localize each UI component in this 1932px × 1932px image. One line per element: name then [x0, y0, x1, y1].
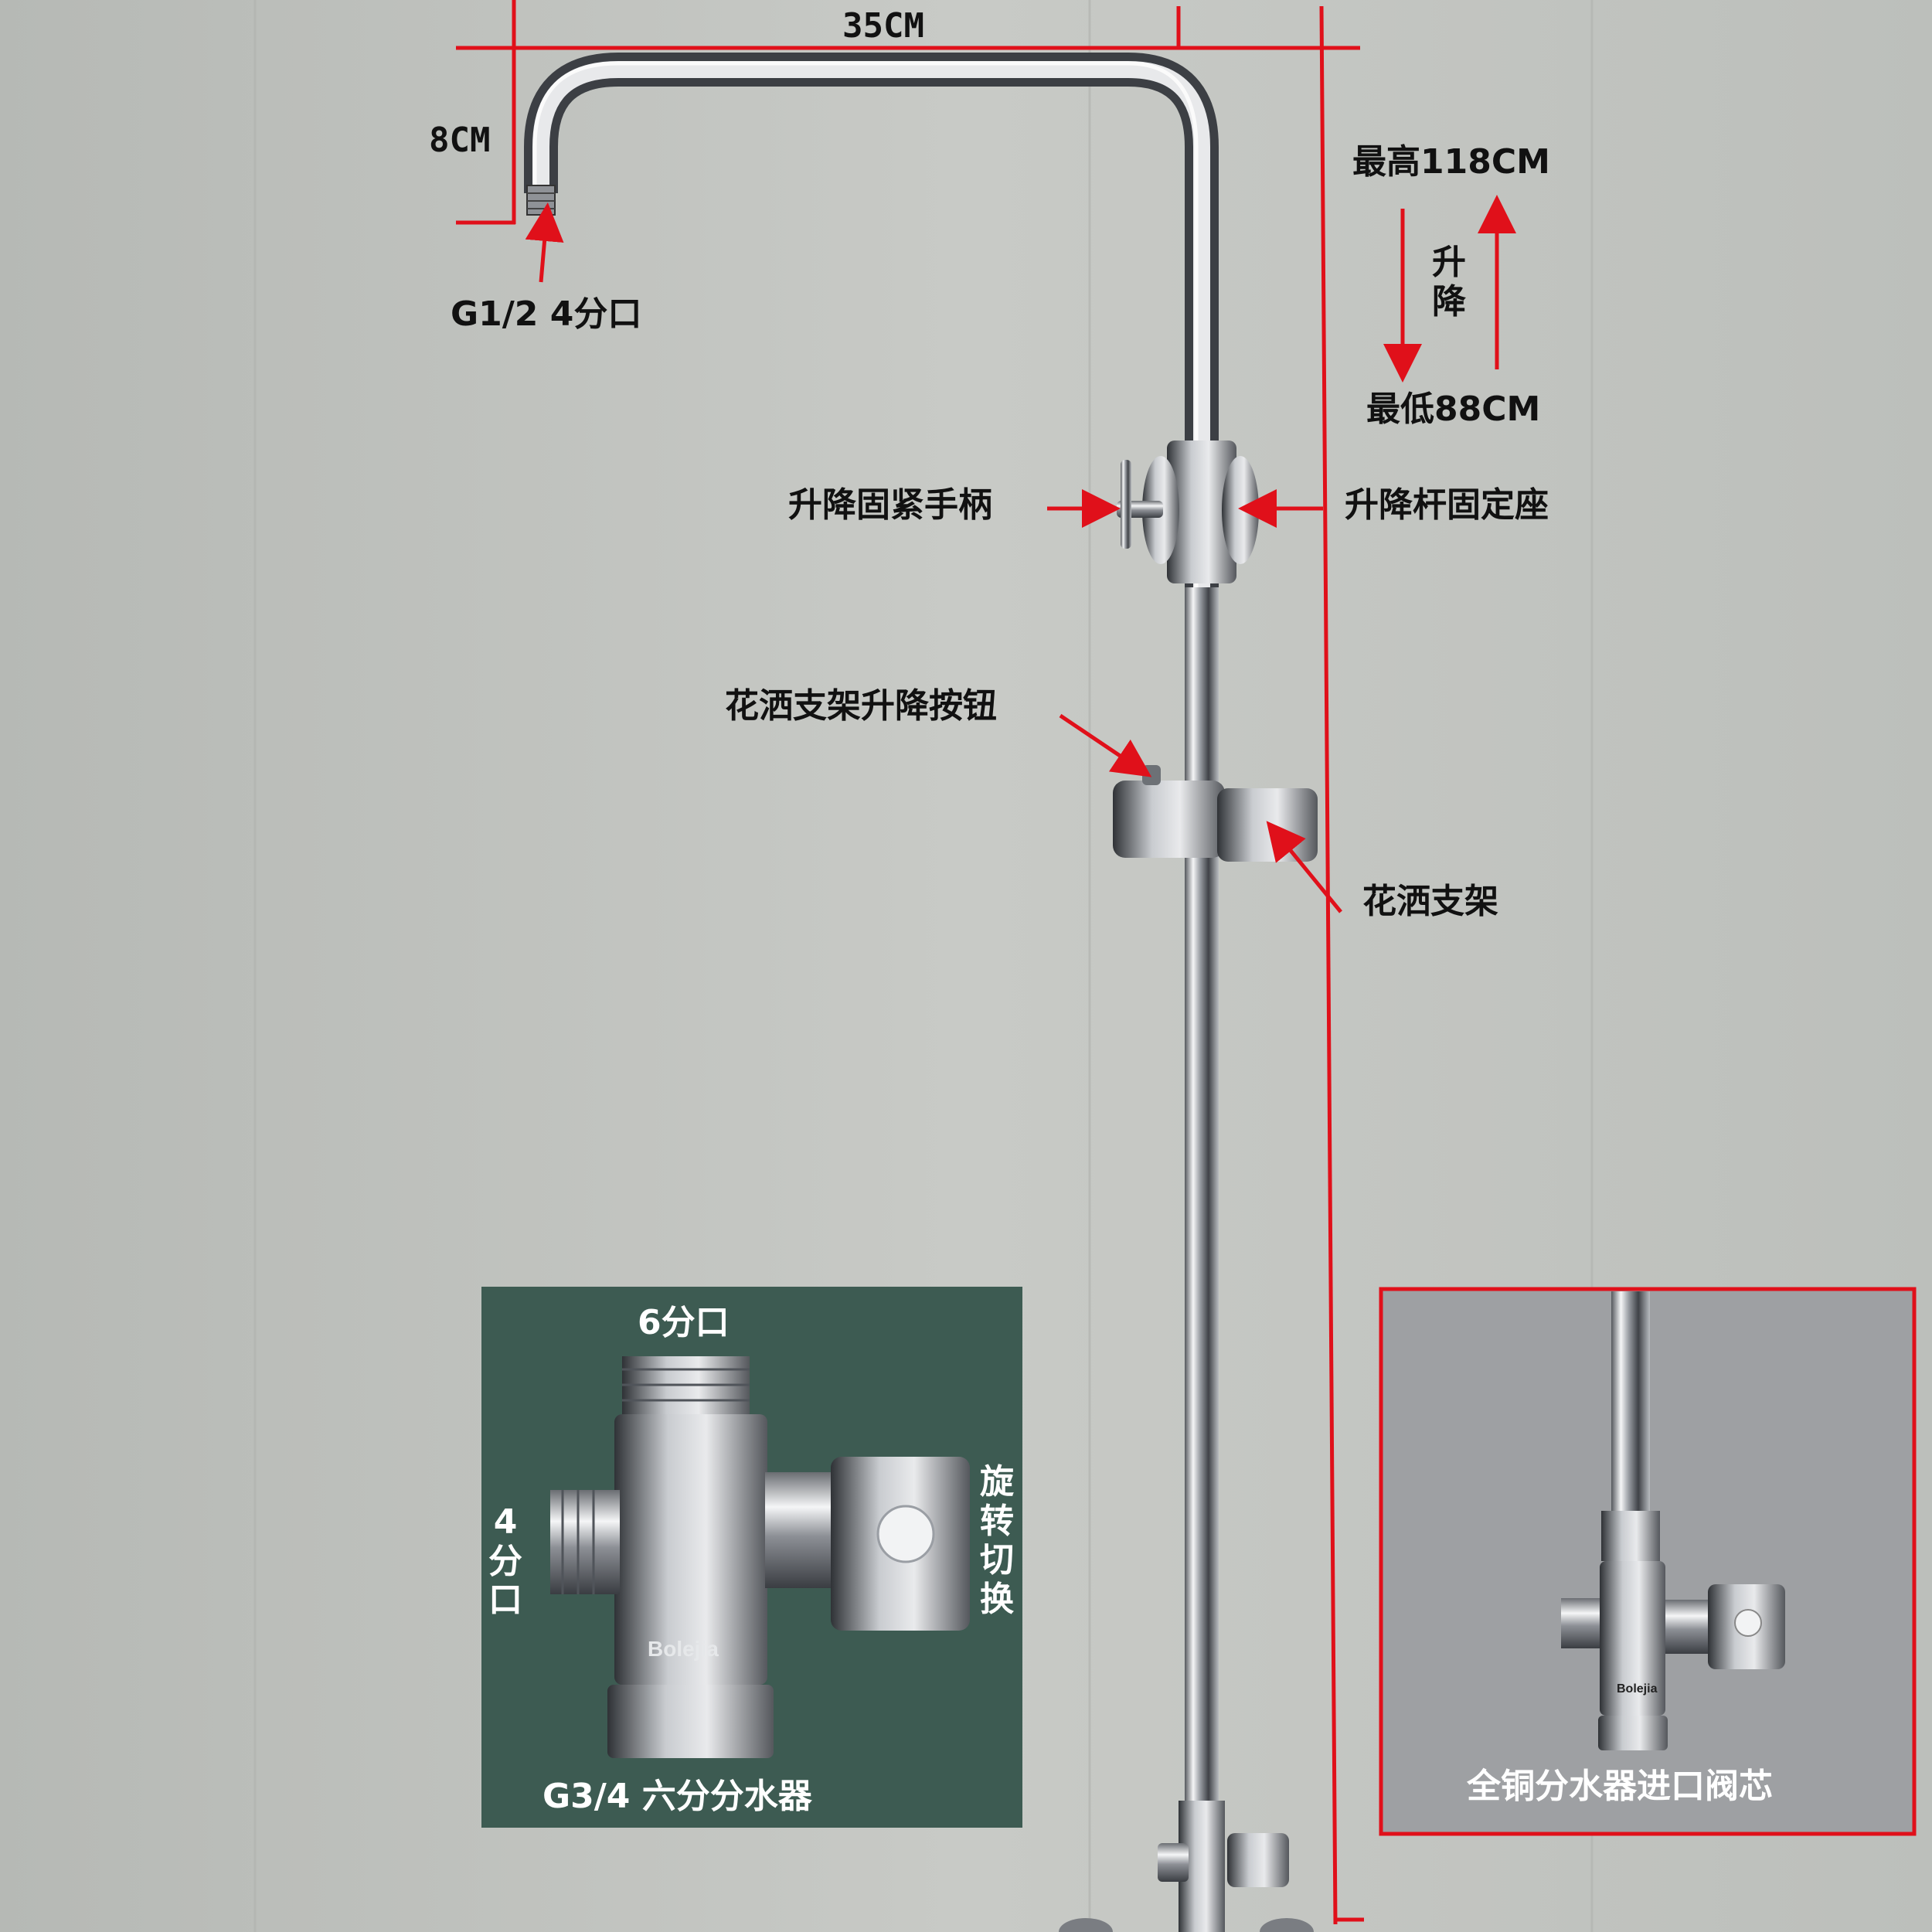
shower-symbol-icon — [876, 1505, 935, 1563]
dimension-lines — [456, 0, 1364, 1925]
valve-shower-icon — [1734, 1609, 1762, 1637]
rotate-char: 转 — [980, 1501, 1014, 1541]
outlet-label: G1/2 4分口 — [451, 294, 642, 334]
diverter-brand: Bolejia — [648, 1637, 719, 1661]
lift-handle — [1117, 460, 1163, 549]
dim-drop-label: 8CM — [429, 121, 491, 160]
arrow-holder — [1266, 821, 1342, 913]
holder-label: 花洒支架 — [1362, 882, 1498, 921]
left-port-char: 分 — [488, 1541, 522, 1581]
left-port-char: 口 — [488, 1580, 522, 1621]
holder-button-label: 花洒支架升降按钮 — [725, 686, 997, 726]
lift-handle-label: 升降固紧手柄 — [788, 485, 992, 525]
rod-seat-label: 升降杆固定座 — [1345, 485, 1549, 525]
lift-label: 升 降 — [1426, 243, 1472, 321]
left-port-label: 4 分 口 — [482, 1502, 529, 1621]
left-port-char: 4 — [493, 1502, 518, 1542]
arrow-outlet — [525, 202, 564, 283]
rotate-char: 切 — [980, 1540, 1014, 1580]
max-height-label: 最高118CM — [1352, 142, 1550, 182]
diverter-inset — [481, 1287, 1022, 1828]
min-height-label: 最低88CM — [1366, 389, 1541, 429]
rotate-char: 换 — [980, 1579, 1014, 1619]
valve-inset — [1379, 1287, 1917, 1836]
lift-char: 升 — [1432, 243, 1466, 282]
dim-width-label: 35CM — [842, 6, 924, 46]
holder-button — [1142, 765, 1161, 785]
rotate-switch-label: 旋 转 切 换 — [974, 1462, 1020, 1619]
arrow-holder-button — [1059, 713, 1152, 777]
arrows — [525, 195, 1516, 913]
rotate-char: 旋 — [980, 1462, 1014, 1502]
valve-brand: Bolejia — [1617, 1682, 1658, 1696]
valve-caption: 全铜分水器进口阀芯 — [1467, 1767, 1773, 1806]
bottom-diverter — [1059, 1801, 1314, 1932]
lift-char: 降 — [1432, 281, 1466, 321]
diverter-caption: G3/4 六分分水器 — [543, 1777, 812, 1816]
top-port-label: 6分口 — [638, 1303, 730, 1342]
